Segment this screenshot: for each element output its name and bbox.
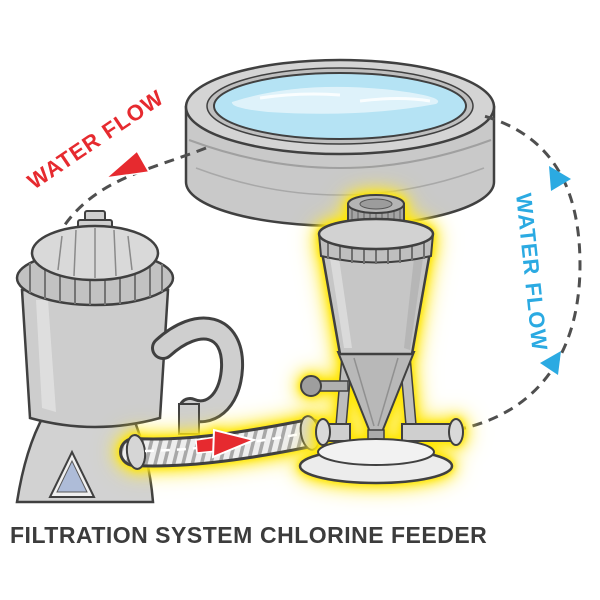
filter-drain-inner: [56, 459, 88, 493]
feeder-pipe-left-flange: [315, 418, 331, 446]
feeder-body-shade: [404, 258, 423, 350]
feeder-base-upper: [317, 438, 435, 466]
pool-wall-seam: [188, 139, 492, 169]
flow-dashed-line-right: [455, 114, 582, 432]
feeder-body-highlight: [330, 258, 352, 348]
filter-dome-ribs: [57, 228, 133, 278]
filter-tank-highlight: [36, 300, 56, 412]
pool-water-sparkle: [259, 92, 341, 100]
water-flow-label-right: WATER FLOW: [511, 192, 552, 352]
pool: [184, 58, 496, 228]
pool-water-highlight: [231, 86, 439, 114]
filter-base: [15, 413, 155, 504]
flow-arrow-right-upper: [549, 166, 571, 191]
connection-hose: [119, 415, 325, 470]
feeder-lid-top: [317, 217, 435, 251]
feeder-funnel-line-right: [377, 357, 399, 427]
pool-wall-seam2: [195, 167, 485, 196]
feeder-funnel-line-left: [353, 357, 375, 427]
feeder-pipe-right-flange: [448, 418, 464, 446]
hose-arrow: [211, 428, 258, 459]
flow-dashed-line-left: [62, 146, 207, 227]
feeder-valve-knob: [300, 375, 322, 397]
filter-pipe-elbow: [178, 403, 200, 435]
water-flow-label-left: WATER FLOW: [23, 85, 169, 194]
chlorine-feeder: [298, 194, 464, 485]
hose-collar-left: [125, 434, 147, 470]
filtration-system-label: FILTRATION SYSTEM: [10, 522, 253, 548]
flow-path-left: WATER FLOW: [23, 85, 207, 227]
feeder-knob-top-inner: [359, 198, 393, 210]
pool-water-sparkle2: [359, 97, 431, 103]
filter-tank: [20, 288, 170, 429]
chlorine-feeder-label: CHLORINE FEEDER: [260, 522, 487, 548]
filtration-system: [15, 210, 245, 504]
filter-pipe: [154, 319, 242, 421]
flow-arrow-right-lower: [540, 351, 561, 375]
hose-dashed-centerline: [144, 432, 301, 453]
flow-arrow-left: [103, 149, 151, 180]
